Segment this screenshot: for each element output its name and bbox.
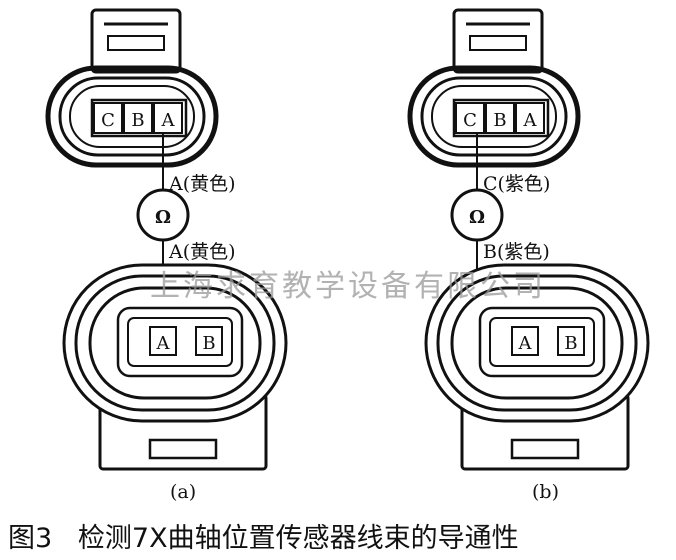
top-pin-label: C [101, 110, 115, 131]
top-connector-inner2 [69, 85, 195, 148]
bottom-connector-ring2 [450, 286, 624, 400]
bottom-pin-cell [195, 326, 223, 356]
bottom-pin-cell [149, 326, 177, 356]
subfigure-caption: (a) [170, 481, 196, 503]
top-pin-cell [153, 102, 183, 134]
top-pin-label: B [131, 110, 144, 131]
top-pin-cell [455, 102, 485, 134]
top-connector-body [407, 65, 581, 168]
bottom-connector-ring [436, 274, 638, 412]
latch-slot [469, 35, 527, 51]
top-pin-cell [515, 102, 545, 134]
bottom-pin-label: A [518, 333, 533, 354]
top-pin-label: C [463, 110, 477, 131]
wire-top-label: A(黄色) [168, 173, 236, 195]
bottom-pin-cell [511, 326, 539, 356]
top-connector-latch [90, 8, 182, 74]
top-pin-housing [90, 98, 188, 138]
bottom-pin-cell [557, 326, 585, 356]
bottom-pin-housing [116, 306, 244, 378]
bottom-pin-housing [478, 306, 606, 378]
latch-slot [510, 438, 580, 460]
top-connector-inner2 [431, 85, 557, 148]
bottom-pin-label: A [156, 333, 171, 354]
top-connector-latch [452, 8, 544, 74]
bottom-pin-label: B [202, 333, 215, 354]
subfigure-caption: (b) [532, 481, 559, 503]
top-connector-inner [58, 76, 206, 157]
latch-slot [148, 438, 218, 460]
bottom-pin-label: B [564, 333, 577, 354]
bottom-connector-ring [74, 274, 276, 412]
top-pin-cell [485, 102, 515, 134]
top-pin-cell [93, 102, 123, 134]
top-pin-label: A [523, 110, 538, 131]
figure-caption: 图3 检测7X曲轴位置传感器线束的导通性 [8, 523, 519, 554]
latch-slot [107, 35, 165, 51]
top-pin-label: A [161, 110, 176, 131]
top-connector-body [45, 65, 219, 168]
bottom-pin-recess [127, 317, 233, 367]
ohm-symbol: Ω [469, 207, 485, 228]
wire-top-label: C(紫色) [483, 173, 550, 195]
wire-bottom-label: A(黄色) [168, 241, 236, 263]
top-pin-label: B [493, 110, 506, 131]
top-connector-inner [420, 76, 568, 157]
top-pin-cell [123, 102, 153, 134]
ohm-symbol: Ω [155, 207, 171, 228]
watermark: 上海求育教学设备有限公司 [150, 269, 546, 304]
bottom-pin-recess [489, 317, 595, 367]
top-pin-housing [452, 98, 550, 138]
wire-bottom-label: B(紫色) [483, 241, 550, 263]
bottom-connector-ring2 [88, 286, 262, 400]
